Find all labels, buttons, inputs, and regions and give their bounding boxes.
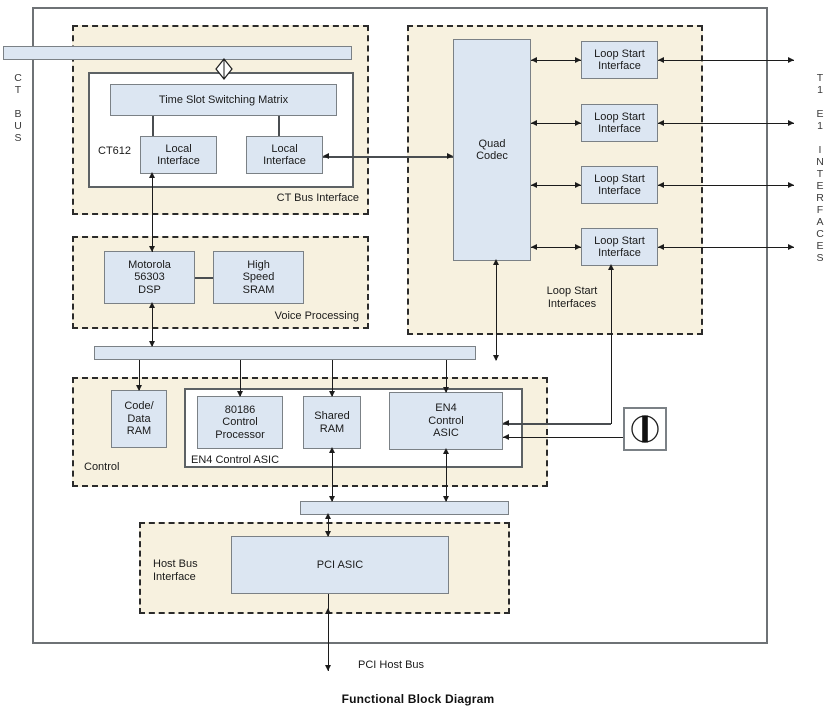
arrow-quad-codec-bottom <box>493 259 499 265</box>
label-pci-host-bus: PCI Host Bus <box>358 659 425 671</box>
arrow-codec-lsi-1-left <box>531 56 537 63</box>
block-shared-ram[interactable]: Shared RAM <box>303 396 361 449</box>
arrow-lsi-3-in <box>658 181 664 188</box>
arrow-pci-asic-bottom <box>325 608 331 614</box>
arrow-lsi-2-out <box>788 119 794 126</box>
ct612-label: CT612 <box>98 145 132 157</box>
arrow-control-processor-top <box>237 391 243 397</box>
arrow-lsi-3-out <box>788 181 794 188</box>
arrow-main-bus-top <box>149 341 155 347</box>
line-lsi-4-external <box>658 247 794 248</box>
arrow-shared-ram-top <box>329 391 335 397</box>
group-label-control: Control <box>84 461 120 473</box>
line-codec-to-lsi-1 <box>531 60 581 61</box>
line-codec-to-lsi-3 <box>531 185 581 186</box>
block-code-data-ram[interactable]: Code/ Data RAM <box>111 390 167 448</box>
line-dsp-to-sram <box>195 277 213 279</box>
crystal-oscillator-icon <box>623 407 667 451</box>
line-local-a-to-dsp <box>152 174 153 252</box>
arrow-lsi-1-out <box>788 56 794 63</box>
line-quad-codec-to-main-bus <box>496 261 497 360</box>
group-label-en4-control-asic: EN4 Control ASIC <box>191 454 280 466</box>
arrow-code-data-ram-top <box>136 385 142 391</box>
line-lsi-4-down <box>611 266 612 424</box>
block-loop-start-interface-1[interactable]: Loop Start Interface <box>581 41 658 79</box>
line-local-b-to-quad-codec <box>323 156 453 158</box>
arrow-lsi-1-in <box>658 56 664 63</box>
arrow-lsi-4-bottom <box>608 264 614 270</box>
group-label-ct-bus-interface: CT Bus Interface <box>276 192 359 204</box>
arrow-lsi-2-in <box>658 119 664 126</box>
arrow-lsi-4-out <box>788 243 794 250</box>
arrow-codec-lsi-4-right <box>575 243 581 250</box>
arrow-quad-codec-left <box>447 152 453 159</box>
arrow-pci-asic-top <box>325 531 331 537</box>
block-motorola-dsp[interactable]: Motorola 56303 DSP <box>104 251 195 304</box>
line-main-bus-to-shared-ram <box>332 360 333 396</box>
arrow-to-local-a <box>149 172 155 178</box>
host-bus-bar <box>300 501 509 515</box>
arrow-lsi-4-in <box>658 243 664 250</box>
arrow-pci-host-bus <box>325 665 331 671</box>
board-outline <box>32 7 768 644</box>
arrow-main-bus-from-codec <box>493 355 499 361</box>
block-80186-control-processor[interactable]: 80186 Control Processor <box>197 396 283 449</box>
line-main-bus-to-code-data-ram <box>139 360 140 390</box>
main-internal-bus <box>94 346 476 360</box>
line-main-bus-to-en4-asic <box>446 360 447 392</box>
arrow-shared-ram-bottom <box>329 447 335 453</box>
arrow-codec-lsi-1-right <box>575 56 581 63</box>
line-lsi-1-external <box>658 60 794 61</box>
group-label-loop-start-interfaces: Loop Start Interfaces <box>546 285 598 310</box>
ct-bus-bar <box>3 46 352 60</box>
arrow-en4-asic-top <box>443 387 449 393</box>
arrow-codec-lsi-2-left <box>531 119 537 126</box>
block-quad-codec[interactable]: Quad Codec <box>453 39 531 261</box>
line-dsp-to-main-bus <box>152 304 153 346</box>
arrow-local-b-right <box>323 152 329 159</box>
block-loop-start-interface-3[interactable]: Loop Start Interface <box>581 166 658 204</box>
arrow-to-dsp <box>149 246 155 252</box>
group-label-host-bus-interface: Host Bus Interface <box>153 558 198 583</box>
line-shared-ram-to-host-bus <box>332 449 333 501</box>
arrow-codec-lsi-2-right <box>575 119 581 126</box>
arrow-host-bus-bottom <box>325 513 331 519</box>
line-codec-to-lsi-4 <box>531 247 581 248</box>
arrow-codec-lsi-3-right <box>575 181 581 188</box>
block-time-slot-switching-matrix[interactable]: Time Slot Switching Matrix <box>110 84 337 116</box>
block-loop-start-interface-4[interactable]: Loop Start Interface <box>581 228 658 266</box>
arrow-codec-lsi-3-left <box>531 181 537 188</box>
block-local-interface-b[interactable]: Local Interface <box>246 136 323 174</box>
block-pci-asic[interactable]: PCI ASIC <box>231 536 449 594</box>
block-high-speed-sram[interactable]: High Speed SRAM <box>213 251 304 304</box>
arrow-en4-asic-bottom <box>443 448 449 454</box>
arrow-dsp-bottom <box>149 302 155 308</box>
line-host-bus-to-pci-asic <box>328 515 329 536</box>
line-lsi-3-external <box>658 185 794 186</box>
group-label-voice-processing: Voice Processing <box>274 310 359 322</box>
block-local-interface-a[interactable]: Local Interface <box>140 136 217 174</box>
ct-bus-diamond-connector <box>215 58 233 80</box>
line-codec-to-lsi-2 <box>531 123 581 124</box>
line-main-bus-to-control-processor <box>240 360 241 396</box>
diagram-caption: Functional Block Diagram <box>341 692 495 706</box>
arrow-en4-asic-right-lower <box>503 433 509 440</box>
line-tssm-to-local-a <box>152 116 154 136</box>
line-oscillator-to-en4-asic <box>503 437 623 438</box>
ct-bus-side-label: C T B U S <box>14 72 22 144</box>
arrow-codec-lsi-4-left <box>531 243 537 250</box>
line-tssm-to-local-b <box>278 116 280 136</box>
t1-e1-interfaces-side-label: T 1 E 1 I N T E R F A C E S <box>816 72 824 264</box>
line-en4-asic-to-host-bus <box>446 450 447 501</box>
arrow-host-bus-from-shared-ram <box>329 496 335 502</box>
arrow-host-bus-from-en4 <box>443 496 449 502</box>
line-lsi-2-external <box>658 123 794 124</box>
line-pci-asic-to-host-bus-external <box>328 594 329 671</box>
block-loop-start-interface-2[interactable]: Loop Start Interface <box>581 104 658 142</box>
block-en4-control-asic[interactable]: EN4 Control ASIC <box>389 392 503 450</box>
line-lsi-4-to-en4-asic <box>503 423 611 425</box>
arrow-en4-asic-right-upper <box>503 419 509 426</box>
